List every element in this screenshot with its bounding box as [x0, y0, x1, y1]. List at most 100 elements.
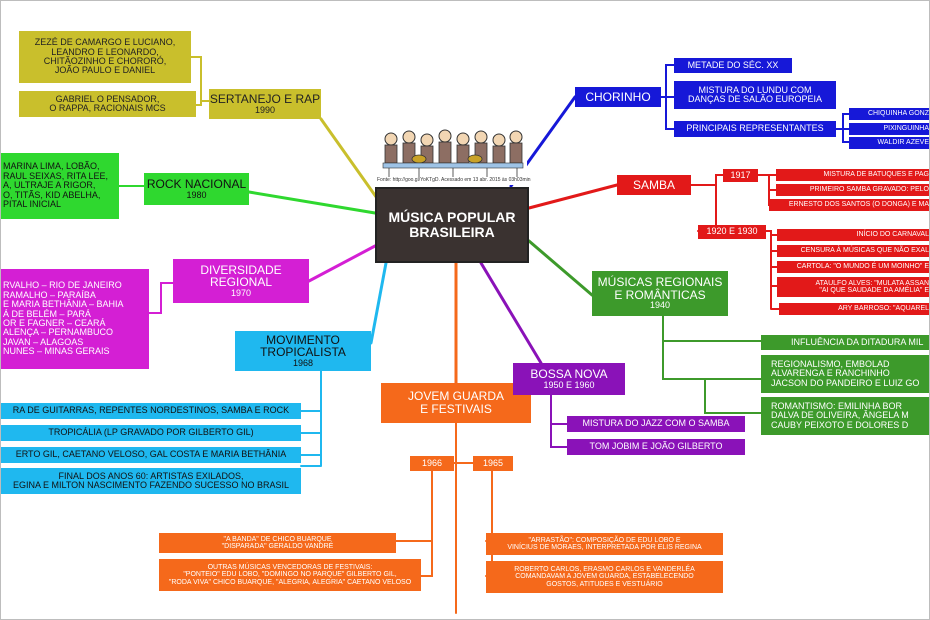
- tropicalista-item[interactable]: FINAL DOS ANOS 60: ARTISTAS EXILADOS, EG…: [1, 468, 301, 494]
- samba-1920-item[interactable]: ARY BARROSO: "AQUAREL: [779, 303, 929, 315]
- item-line: MISTURA DE BATUQUES E PAG: [823, 171, 929, 179]
- regionais-item[interactable]: INFLUÊNCIA DA DITADURA MIL: [761, 335, 929, 350]
- year-1965-node[interactable]: 1965: [473, 456, 513, 471]
- node-year: 1940: [649, 300, 671, 311]
- other-festival-songs-box[interactable]: OUTRAS MÚSICAS VENCEDORAS DE FESTIVAIS: …: [159, 559, 421, 591]
- regionais-item[interactable]: REGIONALISMO, EMBOLAD ALVARENGA E RANCHI…: [761, 355, 929, 393]
- item-line: CENSURA À MÚSICAS QUE NÃO EXAL: [800, 247, 929, 255]
- samba-1917-item[interactable]: PRIMEIRO SAMBA GRAVADO: PELO: [776, 184, 929, 196]
- central-topic-line: MÚSICA POPULAR: [388, 209, 516, 226]
- artist-line: MARINA LIMA, LOBÃO,: [3, 161, 100, 172]
- tropicalista-item[interactable]: ERTO GIL, CAETANO VELOSO, GAL COSTA E MA…: [1, 447, 301, 463]
- samba-1920-item[interactable]: CENSURA À MÚSICAS QUE NÃO EXAL: [777, 245, 929, 257]
- node-title: ROCK NACIONAL: [146, 176, 247, 191]
- node-title: REGIONAL: [209, 275, 272, 290]
- artist-line: E MARIA BETHÂNIA – BAHIA: [3, 299, 124, 310]
- node-title: MÚSICAS REGIONAIS: [597, 275, 723, 290]
- item-line: "ARRASTÃO": COMPOSIÇÃO DE EDU LOBO E: [528, 536, 681, 544]
- node-title: E ROMÂNTICAS: [614, 287, 706, 302]
- item-line: CHIQUINHA GONZ: [867, 110, 929, 118]
- festival-songs-box[interactable]: "A BANDA" DE CHICO BUARQUE "DISPARADA" G…: [159, 533, 396, 553]
- item-line: ALVARENGA E RANCHINHO: [771, 368, 890, 379]
- samba-node[interactable]: SAMBA: [617, 175, 691, 195]
- node-year: 1980: [186, 189, 207, 200]
- diversidade-artists-box[interactable]: RVALHO – RIO DE JANEIRO RAMALHO – PARAÍB…: [1, 269, 149, 369]
- item-line: ERNESTO DOS SANTOS (O DONGA) E MA: [788, 201, 929, 209]
- chorinho-item[interactable]: MISTURA DO LUNDU COM DANÇAS DE SALÃO EUR…: [674, 81, 836, 109]
- node-year: 1950 E 1960: [543, 379, 595, 390]
- artist-line: A, ULTRAJE A RIGOR,: [3, 180, 96, 191]
- node-year: 1970: [230, 287, 252, 298]
- rock-artists-box[interactable]: MARINA LIMA, LOBÃO, RAUL SEIXAS, RITA LE…: [1, 153, 119, 219]
- item-line: OUTRAS MÚSICAS VENCEDORAS DE FESTIVAIS:: [207, 563, 373, 571]
- item-line: EGINA E MILTON NASCIMENTO FAZENDO SUCESS…: [12, 480, 290, 490]
- year-1920-1930-node[interactable]: 1920 E 1930: [698, 225, 766, 239]
- year-1917-node[interactable]: 1917: [723, 169, 758, 182]
- item-line: TROPICÁLIA (LP GRAVADO POR GILBERTO GIL): [48, 427, 254, 438]
- artist-line: JOÃO PAULO E DANIEL: [54, 65, 156, 76]
- node-year: 1920 E 1930: [706, 226, 758, 237]
- jovem-guarda-leaders-box[interactable]: ROBERTO CARLOS, ERASMO CARLOS E VANDERLÉ…: [486, 561, 723, 593]
- bossa-nova-item[interactable]: TOM JOBIM E JOÃO GILBERTO: [567, 439, 745, 455]
- artist-line: O, TITÃS, KID ABELHA,: [3, 189, 101, 200]
- item-line: TOM JOBIM E JOÃO GILBERTO: [589, 441, 723, 452]
- central-topic[interactable]: MÚSICA POPULAR BRASILEIRA: [375, 187, 529, 263]
- musicas-regionais-node[interactable]: MÚSICAS REGIONAIS E ROMÂNTICAS 1940: [592, 271, 728, 316]
- item-line: ERTO GIL, CAETANO VELOSO, GAL COSTA E MA…: [15, 449, 287, 460]
- samba-1917-item[interactable]: ERNESTO DOS SANTOS (O DONGA) E MA: [769, 199, 929, 211]
- bossa-nova-item[interactable]: MISTURA DO JAZZ COM O SAMBA: [567, 416, 745, 432]
- artist-line: PITAL INICIAL: [3, 199, 62, 210]
- movimento-tropicalista-node[interactable]: MOVIMENTO TROPICALISTA 1968: [235, 331, 371, 371]
- node-year: 1968: [292, 357, 314, 368]
- artist-line: RAMALHO – PARAÍBA: [3, 289, 96, 300]
- sertanejo-artists-box[interactable]: ZEZÉ DE CAMARGO E LUCIANO, LEANDRO E LEO…: [19, 31, 191, 83]
- artist-line: Á DE BELÉM – PARÁ: [3, 308, 91, 319]
- item-line: INFLUÊNCIA DA DITADURA MIL: [791, 336, 924, 347]
- tropicalista-item[interactable]: RA DE GUITARRAS, REPENTES NORDESTINOS, S…: [1, 403, 301, 419]
- item-line: ROBERTO CARLOS, ERASMO CARLOS E VANDERLÉ…: [514, 565, 695, 573]
- item-line: COMANDAVAM A JOVEM GUARDA, ESTABELECENDO: [515, 573, 694, 581]
- item-line: CARTOLA: "O MUNDO É UM MOINHO" E: [796, 263, 929, 271]
- bossa-nova-node[interactable]: BOSSA NOVA 1950 E 1960: [513, 363, 625, 395]
- item-line: "A BANDA" DE CHICO BUARQUE: [223, 535, 332, 543]
- samba-1917-item[interactable]: MISTURA DE BATUQUES E PAG: [776, 169, 929, 181]
- sertanejo-rap-node[interactable]: SERTANEJO E RAP 1990: [209, 89, 321, 119]
- samba-1920-item[interactable]: ATAULFO ALVES: "MULATA ASSAN "AI QUE SAU…: [777, 277, 929, 297]
- samba-1920-item[interactable]: INÍCIO DO CARNAVAL: [777, 229, 929, 241]
- samba-1920-item[interactable]: CARTOLA: "O MUNDO É UM MOINHO" E: [777, 261, 929, 273]
- item-line: MISTURA DO JAZZ COM O SAMBA: [582, 418, 730, 429]
- item-line: "AI QUE SAUDADE DA AMÉLIA" E: [819, 287, 929, 294]
- year-1966-node[interactable]: 1966: [410, 456, 454, 471]
- node-title: TROPICALISTA: [260, 345, 346, 360]
- chorinho-node[interactable]: CHORINHO: [575, 87, 661, 107]
- artist-line: RAUL SEIXAS, RITA LEE,: [3, 170, 109, 181]
- node-year: 1966: [421, 457, 443, 468]
- representative-item[interactable]: WALDIR AZEVE: [849, 137, 929, 149]
- artist-line: O RAPPA, RACIONAIS MCS: [49, 103, 166, 113]
- rap-artists-box[interactable]: GABRIEL O PENSADOR, O RAPPA, RACIONAIS M…: [19, 91, 196, 117]
- node-year: 1990: [254, 104, 276, 115]
- item-line: RA DE GUITARRAS, REPENTES NORDESTINOS, S…: [12, 405, 290, 416]
- node-title: DIVERSIDADE: [200, 262, 282, 277]
- diversidade-regional-node[interactable]: DIVERSIDADE REGIONAL 1970: [173, 259, 309, 303]
- arrastao-box[interactable]: "ARRASTÃO": COMPOSIÇÃO DE EDU LOBO E VIN…: [486, 533, 723, 555]
- artist-line: CHITÃOZINHO E CHORORÓ,: [43, 56, 167, 66]
- item-line: VINÍCIUS DE MORAES, INTERPRETADA POR ELI…: [507, 544, 702, 551]
- item-line: DALVA DE OLIVEIRA, ÂNGELA M: [771, 410, 909, 421]
- chorinho-item[interactable]: METADE DO SÉC. XX: [674, 58, 792, 73]
- node-title: SAMBA: [632, 177, 675, 192]
- rock-nacional-node[interactable]: ROCK NACIONAL 1980: [144, 173, 249, 205]
- regionais-item[interactable]: ROMANTISMO: EMILINHA BOR DALVA DE OLIVEI…: [761, 397, 929, 435]
- representative-item[interactable]: PIXINGUINHA: [849, 123, 929, 135]
- artist-line: ZEZÉ DE CAMARGO E LUCIANO,: [34, 37, 176, 48]
- item-line: INÍCIO DO CARNAVAL: [856, 231, 929, 239]
- chorinho-item[interactable]: PRINCIPAIS REPRESENTANTES: [674, 121, 836, 137]
- item-line: JACSON DO PANDEIRO E LUIZ GO: [771, 377, 920, 388]
- artist-line: NUNES – MINAS GERAIS: [3, 346, 110, 357]
- item-line: ROMANTISMO: EMILINHA BOR: [771, 400, 903, 411]
- representative-item[interactable]: CHIQUINHA GONZ: [849, 108, 929, 120]
- tropicalista-item[interactable]: TROPICÁLIA (LP GRAVADO POR GILBERTO GIL): [1, 425, 301, 441]
- jovem-guarda-node[interactable]: JOVEM GUARDA E FESTIVAIS: [381, 383, 531, 423]
